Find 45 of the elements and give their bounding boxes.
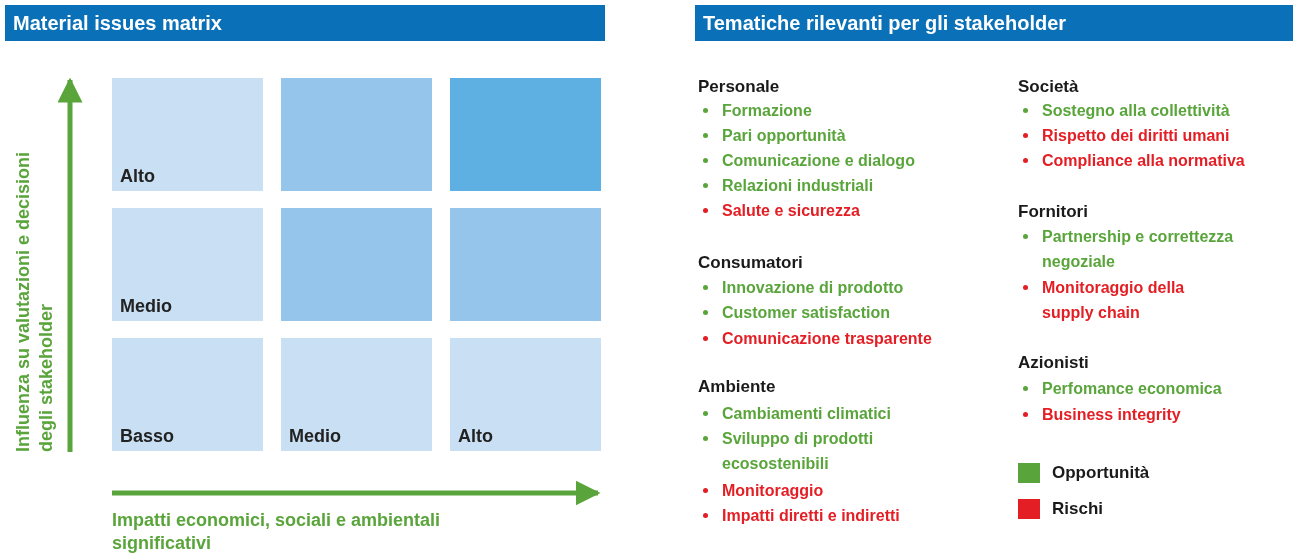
group-heading: Società	[1018, 76, 1080, 98]
level-label: Medio	[119, 296, 172, 318]
topic-item: Perfomance economica	[1018, 376, 1293, 401]
matrix-cell	[281, 338, 432, 451]
axis-label: Impatti economici, sociali e ambientali significativi	[112, 509, 442, 555]
topic-item: Monitoraggio della supply chain	[1018, 275, 1200, 325]
matrix-cell	[112, 78, 263, 191]
matrix-cell	[112, 338, 263, 451]
topic-item: Sostegno alla collettività	[1018, 98, 1293, 123]
topic-item: Pari opportunità	[698, 123, 978, 148]
topic-item: Rispetto dei diritti umani	[1018, 123, 1293, 148]
topic-item: Comunicazione e dialogo	[698, 148, 978, 173]
group-heading: Azionisti	[1018, 352, 1090, 374]
legend-label: Rischi	[1052, 499, 1104, 519]
group-heading: Consumatori	[698, 252, 804, 274]
matrix-cell	[112, 208, 263, 321]
topic-item: Impatti diretti e indiretti	[698, 503, 978, 528]
topic-item: Salute e sicurezza	[698, 198, 978, 223]
level-label: Basso	[119, 426, 175, 448]
topic-item: Sviluppo di prodotti ecosostenibili	[698, 426, 928, 476]
topic-item: Cambiamenti climatici	[698, 401, 978, 426]
group-heading: Personale	[698, 76, 781, 98]
matrix-cell	[281, 78, 432, 191]
topic-item: Innovazione di prodotto	[698, 275, 978, 300]
topic-item: Comunicazione trasparente	[698, 326, 983, 351]
matrix-cell	[450, 338, 601, 451]
panel-header: Tematiche rilevanti per gli stakeholder	[695, 5, 1293, 41]
level-label: Alto	[457, 426, 493, 448]
topic-item: Business integrity	[1018, 402, 1293, 427]
topic-item: Relazioni industriali	[698, 173, 978, 198]
topic-item: Partnership e correttezza negoziale	[1018, 224, 1283, 274]
panel-header: Material issues matrix	[5, 5, 605, 41]
legend-label: Opportunità	[1052, 463, 1150, 483]
topic-item: Monitoraggio	[698, 478, 978, 503]
level-label: Medio	[288, 426, 341, 448]
group-heading: Fornitori	[1018, 201, 1089, 223]
matrix-cell	[450, 78, 601, 191]
topic-item: Customer satisfaction	[698, 300, 978, 325]
axis-label: Influenza su valutazioni e decisioni degli stakeholder	[12, 150, 57, 452]
topic-item: Formazione	[698, 98, 978, 123]
matrix-cell	[450, 208, 601, 321]
topic-item: Compliance alla normativa	[1018, 148, 1293, 173]
matrix-cell	[281, 208, 432, 321]
level-label: Alto	[119, 166, 155, 188]
group-heading: Ambiente	[698, 376, 777, 398]
